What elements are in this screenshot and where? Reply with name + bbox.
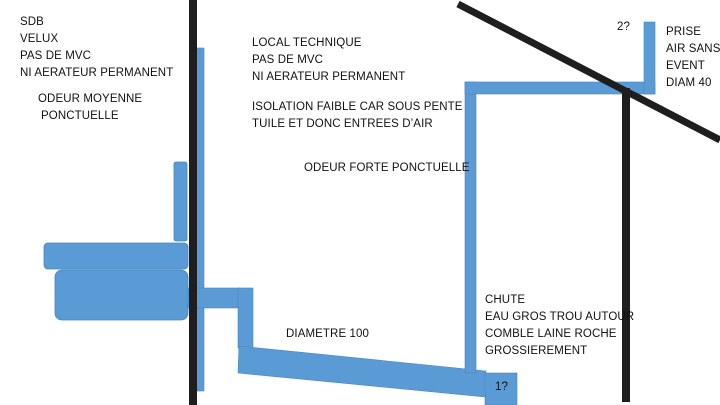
insulation-line: ISOLATION FAIBLE CAR SOUS PENTE [252, 101, 463, 113]
diameter-text: DIAMETRE 100 [286, 328, 370, 340]
toilet-seat [43, 242, 189, 270]
air-intake-note: PRISE AIR SANS EVENT DIAM 40 [666, 24, 720, 92]
bathroom-odor-note: ODEUR MOYENNE PONCTUELLE [38, 91, 142, 125]
stack-note-line: COMBLE LAINE ROCHE [485, 328, 617, 340]
air-intake-line: AIR SANS [666, 43, 720, 55]
bathroom-note-line: NI AERATEUR PERMANENT [20, 67, 174, 79]
stack-note-line: CHUTE [485, 294, 526, 306]
technical-room-line: NI AERATEUR PERMANENT [252, 71, 406, 83]
bathroom-note-line: SDB [20, 16, 44, 28]
stack-pipe [464, 81, 477, 374]
air-intake-pipe [643, 21, 656, 95]
bathroom-note: SDB VELUX PAS DE MVC NI AERATEUR PERMANE… [20, 14, 173, 82]
insulation-note: ISOLATION FAIBLE CAR SOUS PENTE TUILE ET… [252, 99, 463, 133]
drain-elbow [237, 287, 254, 349]
marker-2: 2? [617, 19, 630, 36]
sloped-drain-pipe [237, 345, 487, 398]
bathroom-note-line: VELUX [20, 33, 59, 45]
left-wall-line [189, 0, 197, 405]
stack-note: CHUTE EAU GROS TROU AUTOUR COMBLE LAINE … [485, 292, 634, 360]
bathroom-odor-line: ODEUR MOYENNE [38, 93, 143, 105]
stack-note-line: GROSSIEREMENT [485, 345, 588, 357]
technical-room-note: LOCAL TECHNIQUE PAS DE MVC NI AERATEUR P… [252, 35, 405, 86]
left-wall-pipe [195, 47, 205, 392]
technical-room-line: PAS DE MVC [252, 54, 324, 66]
right-wall-line [622, 88, 630, 402]
marker-1-text: 1? [495, 381, 508, 393]
toilet-tank [173, 161, 188, 242]
air-intake-line: EVENT [666, 60, 705, 72]
toilet-bowl [54, 269, 189, 321]
bathroom-note-line: PAS DE MVC [20, 50, 92, 62]
technical-room-odor-text: ODEUR FORTE PONCTUELLE [304, 162, 470, 174]
technical-room-odor: ODEUR FORTE PONCTUELLE [304, 160, 470, 177]
bathroom-odor-line: PONCTUELLE [41, 110, 119, 122]
diameter-note: DIAMETRE 100 [286, 326, 369, 343]
roof-slope-line [456, 0, 720, 144]
technical-room-line: LOCAL TECHNIQUE [252, 37, 362, 49]
air-intake-line: PRISE [666, 26, 702, 38]
marker-1: 1? [495, 379, 508, 396]
junction-box-1 [484, 372, 518, 405]
air-intake-line: DIAM 40 [666, 77, 712, 89]
stack-note-line: EAU GROS TROU AUTOUR [485, 311, 635, 323]
marker-2-text: 2? [617, 21, 630, 33]
insulation-line: TUILE ET DONC ENTREES D’AIR [252, 118, 433, 130]
